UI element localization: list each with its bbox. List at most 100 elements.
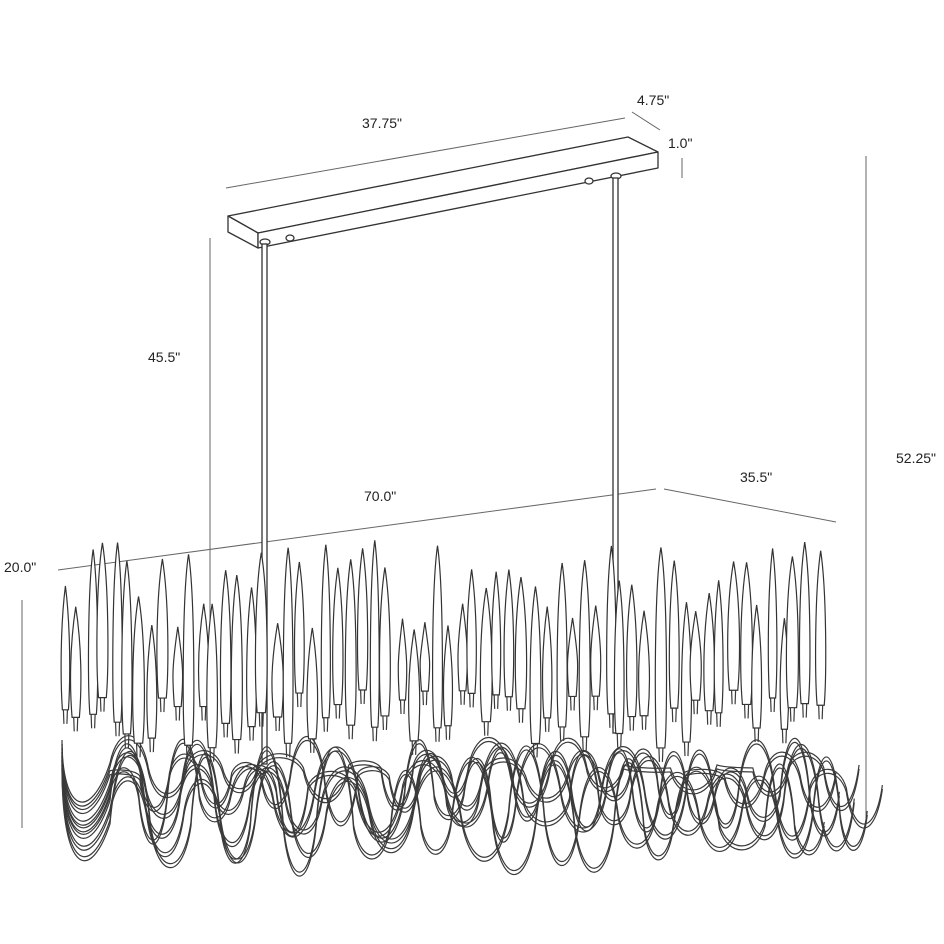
glass-blade	[815, 550, 827, 706]
fixture-depth-label: 35.5"	[740, 469, 773, 485]
glass-blade	[578, 560, 591, 738]
wire-loop	[61, 746, 825, 873]
blade-connector	[335, 704, 341, 719]
glass-blade	[638, 610, 651, 717]
glass-blade	[689, 611, 702, 701]
blade-connector	[818, 705, 824, 720]
blade-connector	[532, 743, 539, 758]
blade-connector	[234, 739, 240, 754]
glass-blade	[121, 560, 133, 735]
glass-blade	[69, 606, 82, 718]
blade-connector	[348, 725, 354, 740]
blade-connector	[616, 733, 622, 748]
glass-blade	[703, 593, 716, 712]
drop-height-label: 45.5"	[148, 349, 181, 365]
glass-blade	[156, 558, 169, 699]
glass-blade	[479, 587, 493, 723]
glass-blade	[146, 625, 158, 739]
glass-blade	[271, 623, 284, 718]
glass-blade	[432, 545, 443, 729]
glass-blade	[197, 603, 210, 708]
blade-connector	[770, 698, 776, 713]
fixture-depth-line	[663, 488, 837, 523]
glass-blade	[727, 561, 741, 691]
glass-blade	[503, 569, 515, 698]
wire-loop	[61, 743, 855, 852]
glass-blades	[60, 540, 827, 762]
overall-height-label: 52.25"	[896, 450, 937, 466]
blade-connector	[323, 717, 329, 732]
blade-connector	[743, 704, 750, 719]
wire-loops	[61, 735, 883, 877]
blade-connector	[124, 733, 130, 748]
canopy-length-label: 37.75"	[362, 115, 403, 131]
canopy-height-label: 1.0"	[668, 135, 693, 151]
wire-loop	[61, 742, 840, 845]
blade-connector	[223, 723, 229, 738]
canopy-depth-label: 4.75"	[637, 92, 670, 108]
glass-blade	[254, 552, 268, 714]
glass-blade	[132, 596, 146, 744]
blade-connector	[175, 706, 181, 721]
wire-loop	[61, 750, 825, 877]
wire-loop	[61, 739, 855, 848]
blade-connector	[569, 696, 576, 711]
blade-connector	[99, 697, 106, 712]
blade-connector	[593, 696, 599, 711]
blade-connector	[716, 712, 722, 727]
glass-blade	[541, 606, 553, 719]
blade-connector	[275, 716, 281, 732]
glass-blade	[713, 580, 724, 714]
blade-connector	[248, 726, 255, 741]
blade-connector	[360, 689, 366, 705]
glass-blade	[419, 622, 431, 692]
glass-blade	[96, 542, 109, 699]
glass-blade	[356, 548, 369, 691]
glass-blade	[182, 554, 195, 746]
glass-blade	[491, 571, 502, 696]
glass-blade	[306, 627, 319, 740]
fixture-length-line	[57, 488, 657, 571]
blade-connector	[372, 727, 378, 742]
wire-loop	[61, 739, 860, 812]
blade-connector	[730, 690, 737, 705]
blade-connector	[608, 713, 615, 728]
blade-connector	[671, 708, 677, 723]
glass-blade	[397, 618, 408, 701]
glass-blade	[466, 569, 477, 695]
canopy-depth-line	[631, 111, 661, 131]
glass-blade	[740, 562, 754, 706]
glass-blade	[320, 544, 331, 719]
glass-blade	[332, 567, 344, 706]
glass-blade	[172, 626, 184, 708]
wire-loop	[61, 745, 868, 862]
blade-connector	[693, 700, 699, 715]
blade-connector	[544, 717, 550, 732]
glass-blade	[60, 585, 71, 711]
glass-blade	[230, 575, 243, 741]
glass-blade	[680, 602, 693, 743]
blade-connector	[258, 712, 264, 727]
blade-connector	[201, 706, 207, 721]
glass-blade	[668, 560, 680, 709]
blade-connector	[506, 696, 512, 711]
glass-blade	[590, 605, 602, 697]
glass-blade	[751, 604, 763, 729]
canopy	[227, 136, 659, 249]
blade-connector	[683, 742, 690, 757]
blade-connector	[185, 745, 192, 760]
canopy-side	[257, 151, 659, 249]
blade-connector	[483, 721, 489, 736]
glass-blade	[767, 548, 778, 699]
blade-connector	[149, 738, 155, 753]
fixture-height-label: 20.0"	[4, 559, 37, 575]
glass-blade	[625, 584, 638, 718]
blade-connector	[460, 690, 466, 705]
blade-connector	[641, 715, 647, 730]
canopy-screw-right	[584, 177, 594, 185]
blade-connector	[781, 729, 787, 744]
blade-connector	[209, 747, 215, 762]
glass-blade	[219, 570, 232, 724]
blade-connector	[493, 694, 499, 709]
